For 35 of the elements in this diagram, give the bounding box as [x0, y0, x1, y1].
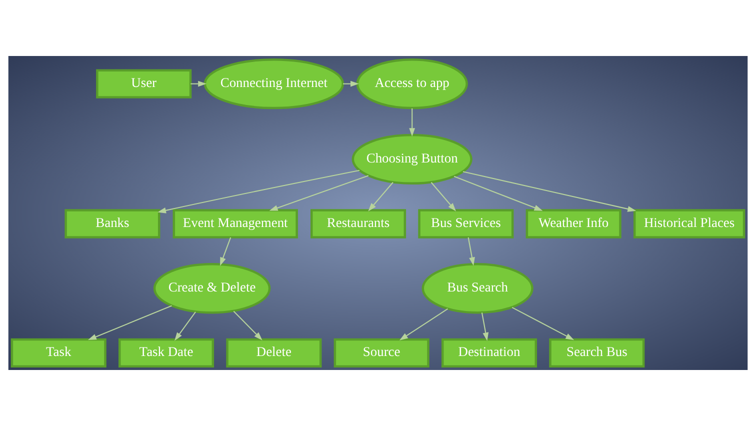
node-box: Event Management [172, 209, 298, 238]
node-ellipse: Create & Delete [153, 263, 271, 314]
node-box: Weather Info [526, 209, 622, 238]
arrow [454, 176, 543, 211]
arrow [269, 175, 369, 211]
node-box: Task Date [118, 338, 214, 368]
arrow [481, 312, 489, 341]
arrow [343, 80, 359, 87]
arrow [409, 108, 416, 137]
node-box: Source [334, 338, 430, 368]
arrow [88, 305, 172, 340]
arrow [399, 308, 448, 340]
node-box: Bus Services [418, 209, 514, 238]
node-ellipse: Choosing Button [352, 134, 472, 185]
node-box: Banks [64, 209, 160, 238]
node-ellipse: Connecting Internet [204, 58, 344, 110]
node-box: Destination [441, 338, 538, 368]
node-box: User [96, 69, 192, 98]
arrow [468, 237, 475, 266]
arrow [462, 171, 636, 212]
arrow [190, 80, 207, 87]
arrow [430, 182, 456, 212]
node-box: Restaurants [310, 209, 406, 238]
arrow [233, 310, 262, 340]
node-box: Task [10, 338, 106, 368]
arrow [512, 306, 574, 340]
node-ellipse: Bus Search [422, 263, 534, 314]
node-ellipse: Access to app [356, 58, 468, 110]
arrow [174, 312, 196, 341]
node-box: Search Bus [549, 338, 645, 368]
arrow [368, 182, 394, 212]
node-box: Historical Places [633, 209, 746, 238]
arrow [220, 237, 232, 266]
node-box: Delete [226, 338, 322, 368]
arrow [158, 170, 360, 214]
